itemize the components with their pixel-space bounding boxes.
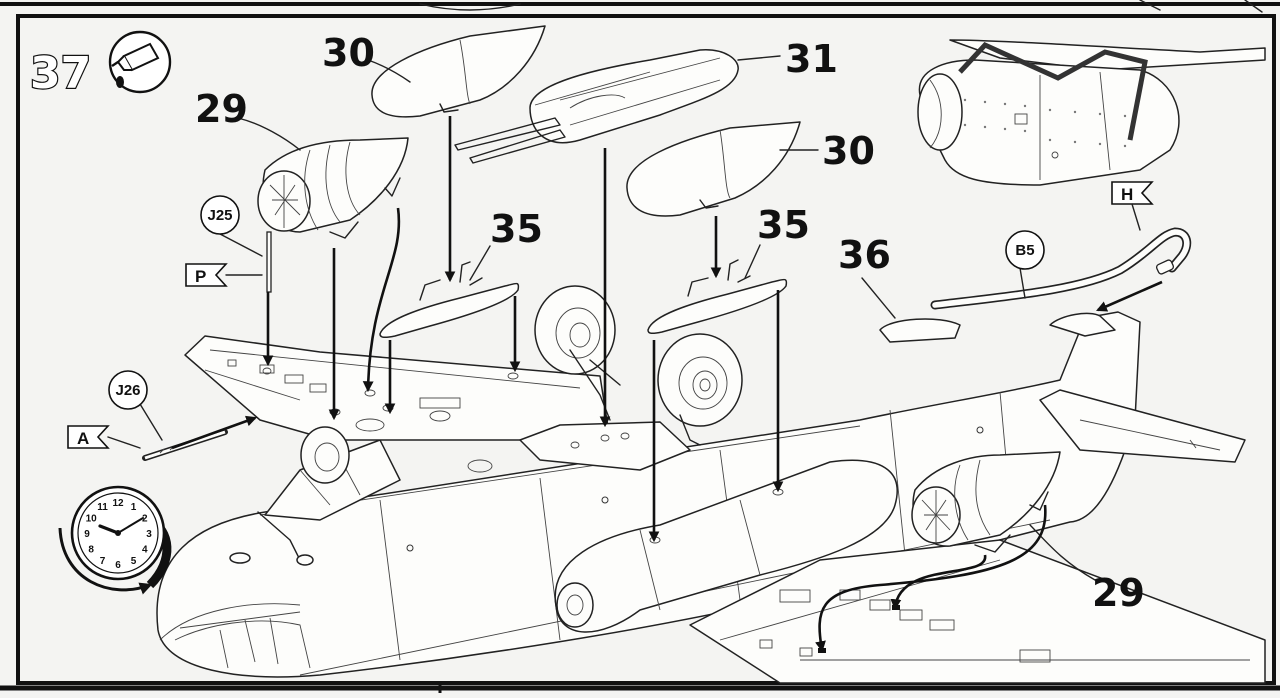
part-29-engine-bottom bbox=[911, 451, 1061, 553]
callout-b5: B5 bbox=[1005, 230, 1045, 270]
assembly-arrows bbox=[171, 116, 1163, 653]
clock-numeral: 5 bbox=[131, 556, 137, 567]
part-35-pylon-right bbox=[647, 259, 788, 335]
part-b5-pipe bbox=[930, 227, 1192, 310]
callout-30-left: 30 bbox=[322, 31, 375, 75]
landing-gear bbox=[300, 285, 743, 484]
step-header: 37 bbox=[29, 30, 172, 100]
part-31-gunpack bbox=[454, 49, 739, 164]
clock-numeral: 10 bbox=[86, 514, 98, 525]
step-number: 37 bbox=[30, 48, 91, 99]
inset-nacelle-detail bbox=[917, 39, 1266, 186]
right-wing bbox=[689, 539, 1266, 684]
part-30-droptank-right bbox=[626, 121, 801, 217]
clock-numeral: 8 bbox=[88, 545, 94, 556]
clock-numeral: 12 bbox=[112, 498, 124, 509]
sprue-flag-h: H bbox=[1111, 181, 1154, 231]
clock-numeral: 7 bbox=[100, 556, 106, 567]
clock-numeral: 1 bbox=[131, 502, 137, 513]
leader-lines bbox=[139, 55, 1096, 581]
sprue-flag-a: A bbox=[67, 425, 141, 449]
callout-35-left: 35 bbox=[490, 207, 543, 251]
ventral-tank bbox=[554, 459, 898, 633]
callout-29-bottom: 29 bbox=[1092, 571, 1145, 615]
part-35-pylon-left bbox=[379, 261, 520, 339]
svg-text:A: A bbox=[77, 429, 89, 448]
sprue-flag-p: P bbox=[185, 263, 263, 287]
clock-numeral: 6 bbox=[115, 560, 121, 571]
part-j25-pin bbox=[266, 231, 272, 293]
svg-text:B5: B5 bbox=[1015, 242, 1034, 259]
part-29-engine-top bbox=[257, 137, 409, 239]
clock-numeral: 2 bbox=[142, 514, 148, 525]
part-30-droptank-left bbox=[371, 25, 546, 118]
clock-numeral: 9 bbox=[84, 529, 90, 540]
clock-numeral: 3 bbox=[146, 529, 152, 540]
callout-35-right: 35 bbox=[757, 203, 810, 247]
glue-tube-icon bbox=[108, 30, 172, 94]
callout-29-top: 29 bbox=[195, 87, 248, 131]
tail-section bbox=[879, 312, 1246, 463]
svg-text:J26: J26 bbox=[115, 382, 140, 399]
callout-j26: J26 bbox=[108, 370, 148, 410]
callout-36: 36 bbox=[838, 233, 891, 277]
callout-31: 31 bbox=[785, 37, 838, 81]
clock-numeral: 11 bbox=[97, 502, 108, 513]
svg-text:P: P bbox=[195, 267, 206, 286]
svg-text:J25: J25 bbox=[207, 207, 232, 224]
clock-numeral: 4 bbox=[142, 545, 148, 556]
callout-j25: J25 bbox=[200, 195, 240, 235]
callout-30-right: 30 bbox=[822, 129, 875, 173]
svg-text:H: H bbox=[1121, 185, 1133, 204]
